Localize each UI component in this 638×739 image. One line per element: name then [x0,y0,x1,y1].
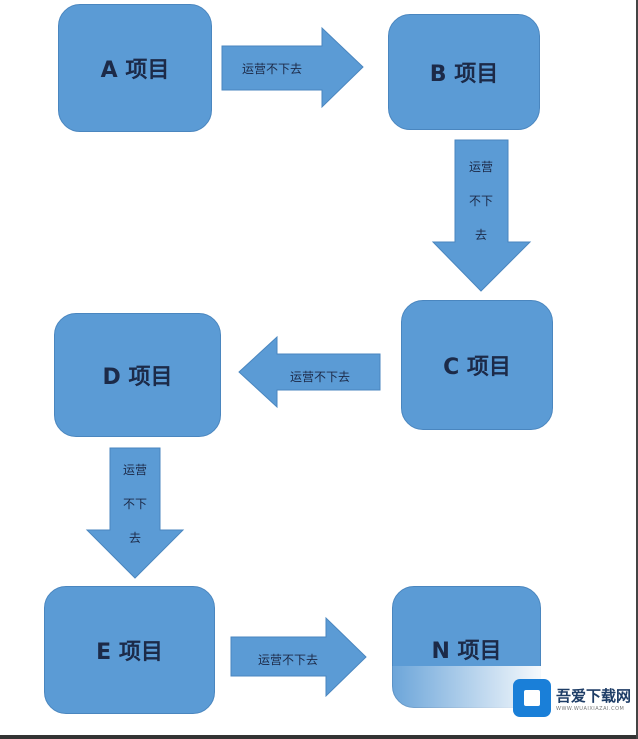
node-b: B 项目 [388,14,540,130]
edge-e-n-label: 运营不下去 [257,653,318,667]
node-e-label: E 项目 [96,640,163,665]
label-line: 运营 [122,463,147,477]
watermark-name: 吾爱下载网 [556,686,632,705]
arrow-d-to-e [85,447,185,579]
node-d-label: D 项目 [102,365,173,390]
node-c: C 项目 [401,300,553,430]
arrow-e-to-n [230,616,367,698]
frame-border [0,735,638,739]
label-line: 去 [474,228,487,242]
box-icon [513,679,551,717]
label-line: 不下 [468,194,493,208]
label-line: 运营 [468,160,493,174]
node-b-label: B 项目 [429,62,499,87]
edge-d-e-label: 运营 不下 去 [120,453,150,555]
watermark-url: WWW.WUAIXIAZAI.COM [556,705,625,712]
edge-a-b-label: 运营不下去 [241,62,302,76]
node-a: A 项目 [58,4,212,132]
edge-b-c-label: 运营 不下 去 [466,150,496,252]
frame-border [636,0,638,739]
watermark-logo: 吾爱下载网 WWW.WUAIXIAZAI.COM [513,679,631,717]
arrow-b-to-c [431,139,532,292]
node-n-label: N 项目 [431,639,502,664]
node-d: D 项目 [54,313,221,437]
node-a-label: A 项目 [100,58,170,83]
node-e: E 项目 [44,586,215,714]
node-c-label: C 项目 [443,355,511,380]
arrow-c-to-d [238,335,381,409]
label-line: 去 [128,531,141,545]
edge-c-d-label: 运营不下去 [289,370,350,384]
arrow-a-to-b [221,26,364,109]
label-line: 不下 [122,497,147,511]
